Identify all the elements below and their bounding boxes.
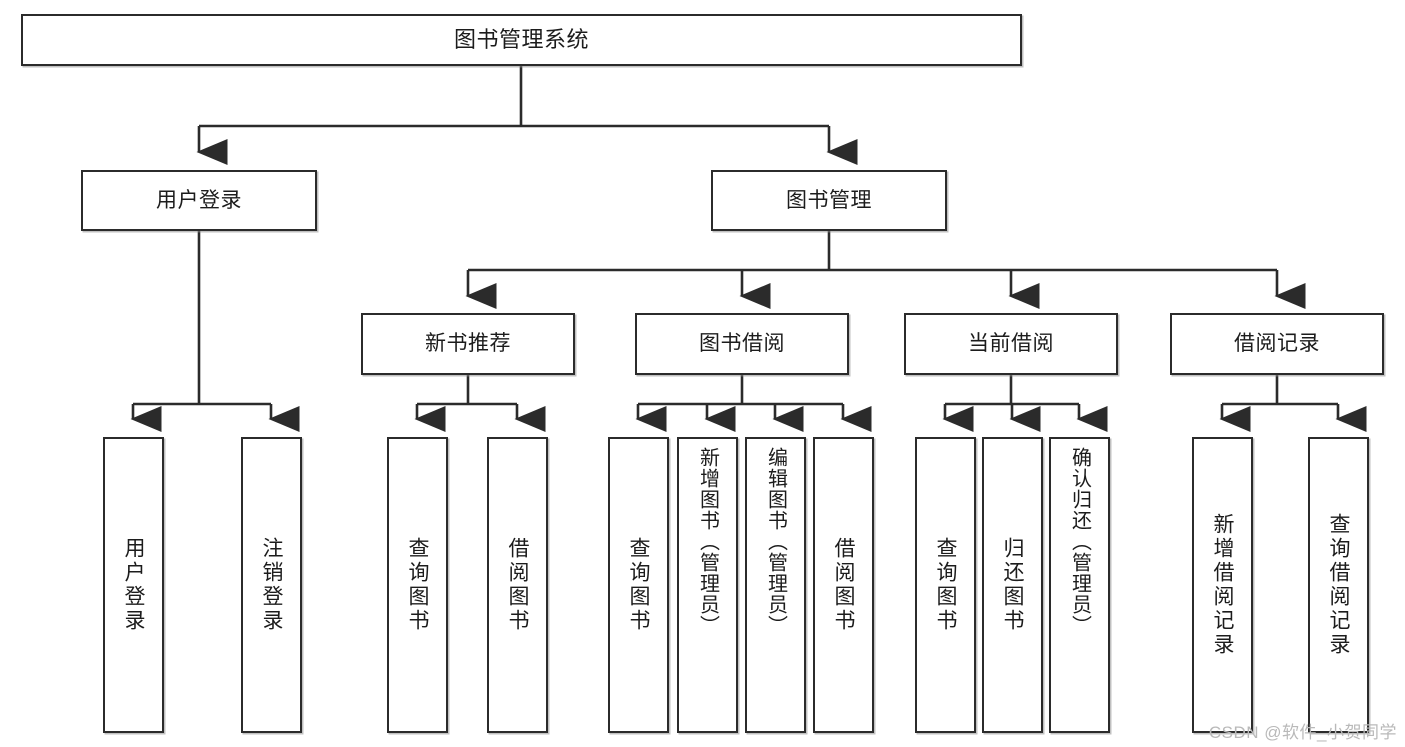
leaf-book-borrow-2-label: 编辑图书（管理员）	[764, 447, 787, 636]
node-current-borrow[interactable]: 当前借阅	[904, 313, 1118, 375]
node-root-label: 图书管理系统	[453, 26, 589, 52]
node-new-book-recommend[interactable]: 新书推荐	[361, 313, 575, 375]
leaf-borrow-records-0[interactable]: 新增借阅记录	[1192, 437, 1253, 733]
node-book-borrow[interactable]: 图书借阅	[635, 313, 849, 375]
leaf-book-borrow-2[interactable]: 编辑图书（管理员）	[745, 437, 806, 733]
leaf-book-borrow-0-label: 查询图书	[627, 537, 650, 633]
leaf-current-borrow-1-label: 归还图书	[1001, 537, 1024, 633]
leaf-current-borrow-2[interactable]: 确认归还（管理员）	[1049, 437, 1110, 733]
leaf-user-login-0[interactable]: 用户登录	[103, 437, 164, 733]
node-current-borrow-label: 当前借阅	[968, 332, 1054, 356]
leaf-new-book-0-label: 查询图书	[406, 537, 429, 633]
node-user-login-label: 用户登录	[156, 188, 242, 212]
leaf-new-book-1[interactable]: 借阅图书	[487, 437, 548, 733]
leaf-book-borrow-0[interactable]: 查询图书	[608, 437, 669, 733]
leaf-new-book-0[interactable]: 查询图书	[387, 437, 448, 733]
leaf-current-borrow-0-label: 查询图书	[934, 537, 957, 633]
leaf-book-borrow-1[interactable]: 新增图书（管理员）	[677, 437, 738, 733]
leaf-user-login-0-label: 用户登录	[122, 537, 145, 633]
node-root[interactable]: 图书管理系统	[21, 14, 1022, 66]
leaf-current-borrow-0[interactable]: 查询图书	[915, 437, 976, 733]
csdn-watermark: CSDN @软件_小贺同学	[1208, 723, 1397, 742]
leaf-current-borrow-1[interactable]: 归还图书	[982, 437, 1043, 733]
leaf-book-borrow-3-label: 借阅图书	[832, 537, 855, 633]
node-book-management[interactable]: 图书管理	[711, 170, 947, 231]
leaf-borrow-records-1-label: 查询借阅记录	[1327, 513, 1350, 657]
node-borrow-records[interactable]: 借阅记录	[1170, 313, 1384, 375]
node-new-book-recommend-label: 新书推荐	[425, 332, 511, 356]
leaf-book-borrow-3[interactable]: 借阅图书	[813, 437, 874, 733]
node-user-login[interactable]: 用户登录	[81, 170, 317, 231]
leaf-user-login-1[interactable]: 注销登录	[241, 437, 302, 733]
node-book-management-label: 图书管理	[786, 188, 872, 212]
node-book-borrow-label: 图书借阅	[699, 332, 785, 356]
leaf-new-book-1-label: 借阅图书	[506, 537, 529, 633]
leaf-current-borrow-2-label: 确认归还（管理员）	[1068, 447, 1091, 636]
node-borrow-records-label: 借阅记录	[1234, 332, 1320, 356]
leaf-book-borrow-1-label: 新增图书（管理员）	[696, 447, 719, 636]
leaf-user-login-1-label: 注销登录	[260, 537, 283, 633]
leaf-borrow-records-1[interactable]: 查询借阅记录	[1308, 437, 1369, 733]
leaf-borrow-records-0-label: 新增借阅记录	[1211, 513, 1234, 657]
